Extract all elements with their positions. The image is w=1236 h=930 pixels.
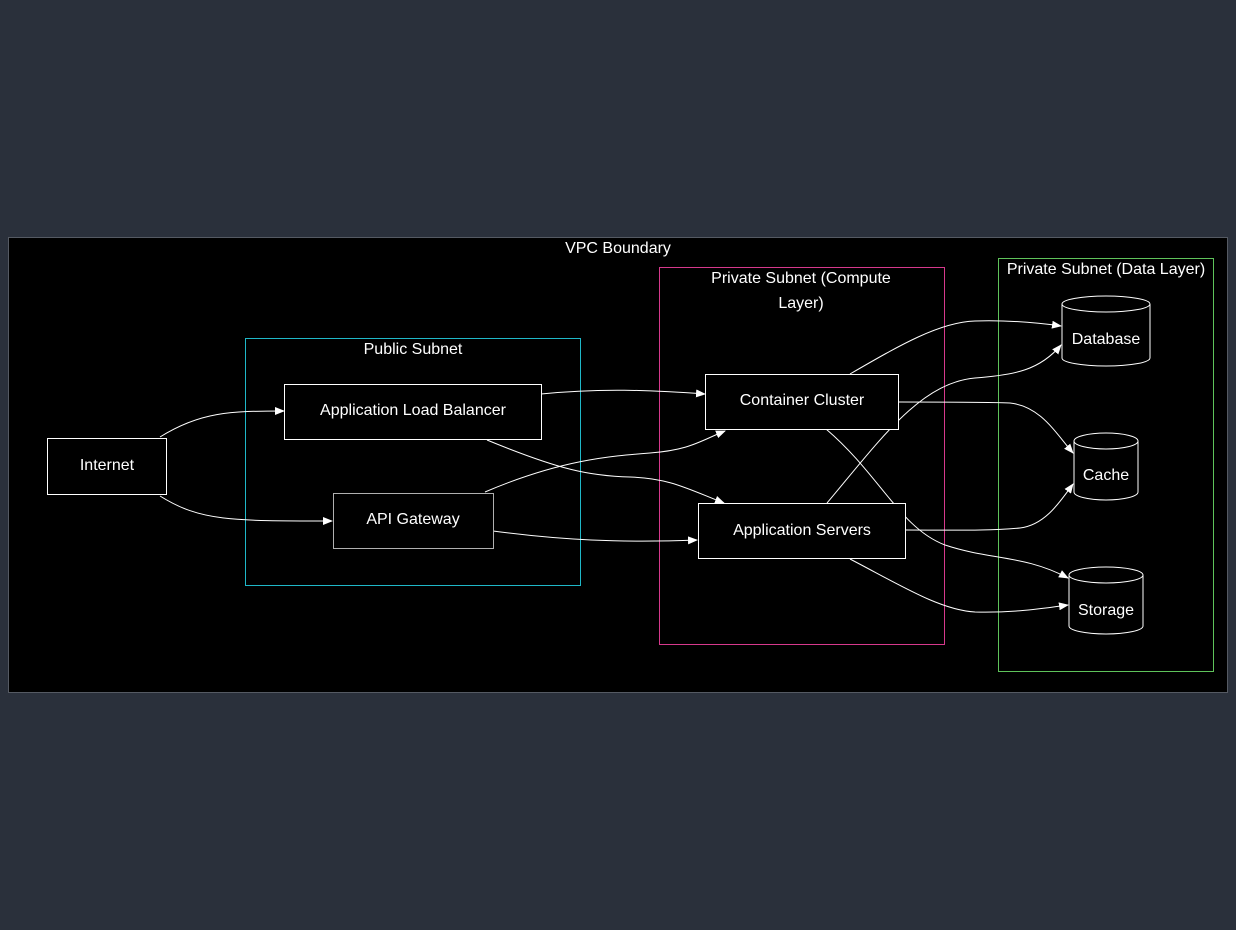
vpc-boundary-group: VPC Boundary — [8, 237, 1228, 693]
application-load-balancer-label: Application Load Balancer — [320, 402, 507, 419]
edge-app-servers-to-database — [826, 344, 1062, 504]
compute-subnet-group: Private Subnet (Compute Layer) — [659, 267, 945, 645]
edges-layer — [159, 320, 1074, 613]
edge-app-servers-to-storage — [849, 558, 1069, 613]
api-gateway-box — [333, 493, 494, 549]
cache-cylinder-body — [1073, 441, 1139, 501]
edge-app-servers-to-cache — [904, 483, 1074, 531]
node-application-servers[interactable]: Application Servers — [698, 503, 906, 559]
compute-subnet-box — [659, 267, 945, 645]
internet-label: Internet — [80, 457, 135, 474]
cache-label: Cache — [1083, 467, 1129, 484]
edge-internet-to-api-gateway — [159, 495, 333, 525]
cache-cylinder-top — [1073, 432, 1139, 450]
edge-container-cluster-to-database — [849, 320, 1062, 375]
data-subnet-label: Private Subnet (Data Layer) — [1007, 261, 1205, 278]
database-label: Database — [1072, 331, 1141, 348]
vpc-boundary-box — [8, 237, 1228, 693]
storage-cylinder-top — [1068, 566, 1144, 584]
database-cylinder-body — [1061, 304, 1151, 367]
database-cylinder-top — [1061, 295, 1151, 313]
edge-container-cluster-to-storage — [825, 428, 1069, 579]
edge-api-gateway-to-container-cluster — [484, 430, 726, 493]
container-cluster-label: Container Cluster — [740, 392, 865, 409]
node-storage[interactable]: Storage — [1068, 566, 1144, 635]
node-api-gateway[interactable]: API Gateway — [333, 493, 494, 549]
application-servers-label: Application Servers — [733, 522, 871, 539]
node-database[interactable]: Database — [1061, 295, 1151, 367]
container-cluster-box — [705, 374, 899, 430]
compute-subnet-label-line2: Layer) — [778, 295, 823, 312]
storage-cylinder-body — [1068, 575, 1144, 635]
compute-subnet-label-line1: Private Subnet (Compute — [711, 270, 891, 287]
edge-alb-to-container-cluster — [540, 389, 706, 398]
node-application-load-balancer[interactable]: Application Load Balancer — [284, 384, 542, 440]
api-gateway-label: API Gateway — [366, 511, 459, 528]
public-subnet-label: Public Subnet — [364, 341, 463, 358]
data-subnet-group: Private Subnet (Data Layer) — [998, 258, 1214, 672]
edge-container-cluster-to-cache — [897, 401, 1074, 454]
vpc-boundary-label: VPC Boundary — [565, 240, 671, 257]
node-container-cluster[interactable]: Container Cluster — [705, 374, 899, 430]
edge-internet-to-alb — [159, 407, 285, 438]
data-subnet-box — [998, 258, 1214, 672]
storage-label: Storage — [1078, 602, 1134, 619]
edge-api-gateway-to-app-servers — [492, 530, 698, 545]
edge-alb-to-app-servers — [486, 439, 725, 504]
node-cache[interactable]: Cache — [1073, 432, 1139, 501]
application-servers-box — [698, 503, 906, 559]
internet-box — [47, 438, 167, 495]
node-internet[interactable]: Internet — [47, 438, 167, 495]
application-load-balancer-box — [284, 384, 542, 440]
